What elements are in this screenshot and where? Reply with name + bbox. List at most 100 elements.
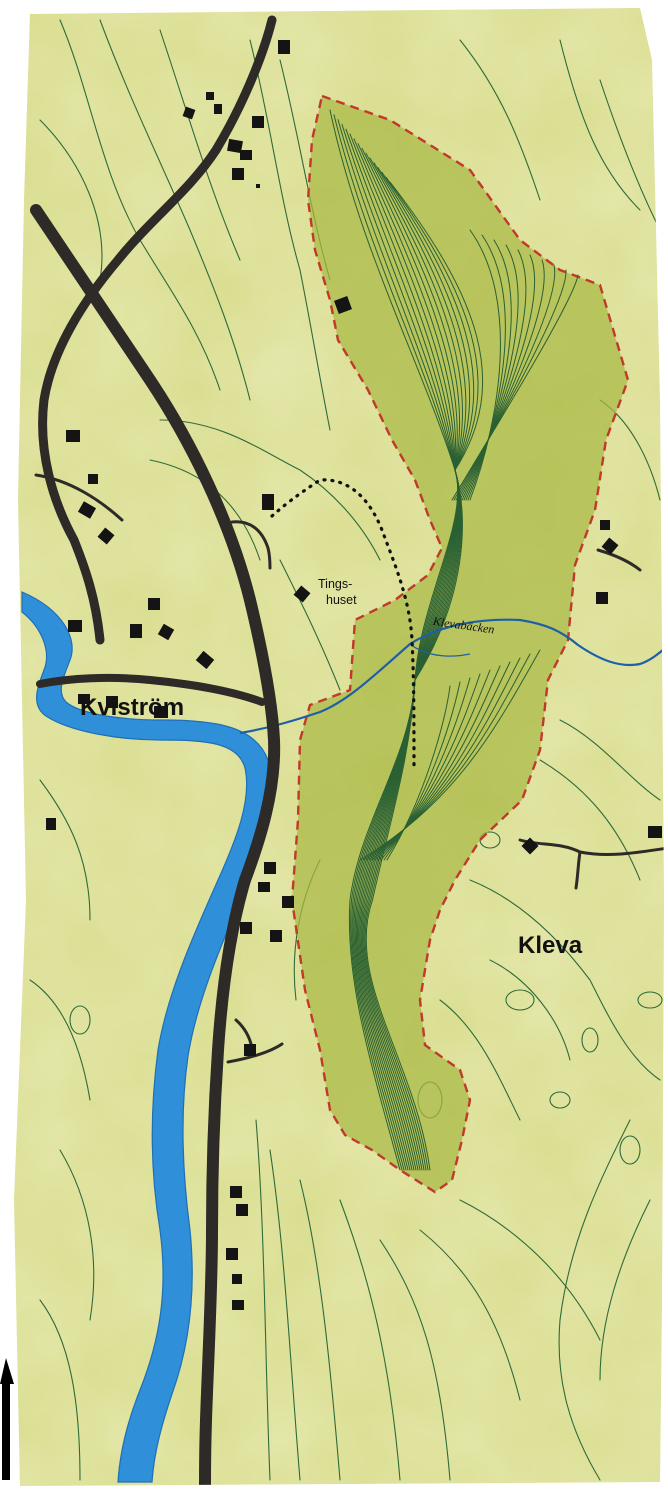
hill-contour bbox=[505, 989, 535, 1011]
old-road bbox=[38, 15, 277, 645]
hill-contour bbox=[619, 1135, 641, 1165]
building bbox=[293, 585, 311, 603]
building bbox=[78, 694, 90, 704]
reserve-contour-line bbox=[377, 673, 481, 861]
contour-line bbox=[99, 19, 251, 401]
reserve-contour-line bbox=[453, 269, 567, 501]
contour-line bbox=[419, 1229, 521, 1401]
building bbox=[600, 520, 610, 530]
reserve-contour-lines bbox=[329, 109, 579, 1171]
side-road-5 bbox=[226, 1042, 284, 1064]
contour-line bbox=[459, 1199, 601, 1341]
building bbox=[106, 696, 118, 708]
side-road-6 bbox=[596, 548, 642, 572]
contour-line bbox=[159, 29, 241, 261]
building bbox=[282, 896, 294, 908]
building bbox=[264, 862, 276, 874]
building bbox=[130, 624, 142, 638]
stream-klevabacken bbox=[239, 618, 664, 735]
contour-line bbox=[489, 959, 571, 1061]
building bbox=[232, 1274, 242, 1284]
reserve-contour-line bbox=[459, 254, 535, 501]
contour-line bbox=[379, 1239, 451, 1481]
building bbox=[521, 837, 539, 855]
contour-line bbox=[299, 1179, 341, 1481]
hill-contour bbox=[637, 991, 663, 1009]
contour-line bbox=[39, 779, 91, 921]
place-label-kvistrom: Kviström bbox=[80, 694, 185, 721]
contour-line bbox=[539, 759, 641, 881]
contour-line bbox=[558, 1119, 631, 1481]
village-road bbox=[36, 673, 266, 706]
hill-contour bbox=[69, 1005, 91, 1035]
building bbox=[334, 296, 352, 314]
reserve-contour-line bbox=[365, 181, 483, 1171]
contour-line bbox=[255, 1119, 271, 1481]
footpath-trail bbox=[270, 478, 416, 772]
contour-line bbox=[279, 559, 341, 691]
building bbox=[244, 1044, 256, 1056]
building bbox=[232, 1300, 244, 1310]
reserve-contour-line bbox=[465, 239, 512, 501]
building bbox=[66, 430, 80, 442]
contour-line bbox=[269, 1149, 301, 1481]
building bbox=[182, 106, 196, 120]
building bbox=[68, 620, 82, 632]
building bbox=[240, 150, 252, 160]
reserve-contour-line bbox=[457, 259, 545, 501]
contour-line bbox=[59, 1149, 95, 1321]
building bbox=[214, 104, 222, 114]
contour-line bbox=[559, 719, 661, 801]
contour-line bbox=[39, 1299, 81, 1481]
building bbox=[232, 168, 244, 180]
building bbox=[148, 598, 160, 610]
building bbox=[256, 184, 260, 188]
north-arrow-icon bbox=[0, 1358, 14, 1480]
building bbox=[240, 922, 252, 934]
contour-line bbox=[159, 419, 381, 561]
building-label-line-1: Tings- bbox=[318, 577, 353, 591]
building bbox=[154, 706, 168, 718]
contour-line bbox=[249, 39, 331, 431]
reserve-contour-line bbox=[461, 249, 527, 501]
building bbox=[77, 501, 97, 519]
building bbox=[258, 882, 270, 892]
reserve-contour-line bbox=[463, 244, 519, 501]
building bbox=[206, 92, 214, 100]
hill-contour bbox=[581, 1027, 599, 1053]
contour-line bbox=[39, 119, 103, 281]
reserve-contour-line bbox=[386, 685, 451, 861]
contour-line bbox=[469, 879, 661, 1081]
reserve-contour-line bbox=[380, 677, 471, 861]
contour-line bbox=[559, 39, 641, 211]
building bbox=[601, 537, 619, 555]
side-road-4 bbox=[574, 850, 582, 890]
contour-line bbox=[599, 1199, 651, 1381]
building bbox=[252, 116, 264, 128]
side-road-1 bbox=[34, 473, 124, 522]
reserve-contour-line bbox=[469, 229, 501, 501]
contour-line bbox=[599, 79, 661, 231]
reserve-contour-line bbox=[383, 681, 461, 861]
hill-contour bbox=[549, 1091, 571, 1109]
nature-reserve-area bbox=[290, 94, 630, 1194]
building bbox=[236, 1204, 248, 1216]
buildings bbox=[46, 40, 662, 1310]
contour-line bbox=[339, 1199, 401, 1481]
reserve-contour-line bbox=[455, 264, 556, 501]
contour-line bbox=[439, 999, 521, 1121]
building bbox=[195, 650, 215, 670]
building bbox=[88, 474, 98, 484]
building bbox=[97, 527, 115, 545]
contour-line bbox=[459, 39, 541, 201]
building bbox=[157, 623, 175, 641]
building bbox=[648, 826, 662, 838]
building-label-line-2: huset bbox=[326, 593, 357, 607]
place-label-kleva: Kleva bbox=[518, 932, 583, 959]
contour-line bbox=[29, 979, 91, 1101]
reserve-contour-line bbox=[467, 234, 506, 501]
building bbox=[278, 40, 290, 54]
building bbox=[46, 818, 56, 830]
